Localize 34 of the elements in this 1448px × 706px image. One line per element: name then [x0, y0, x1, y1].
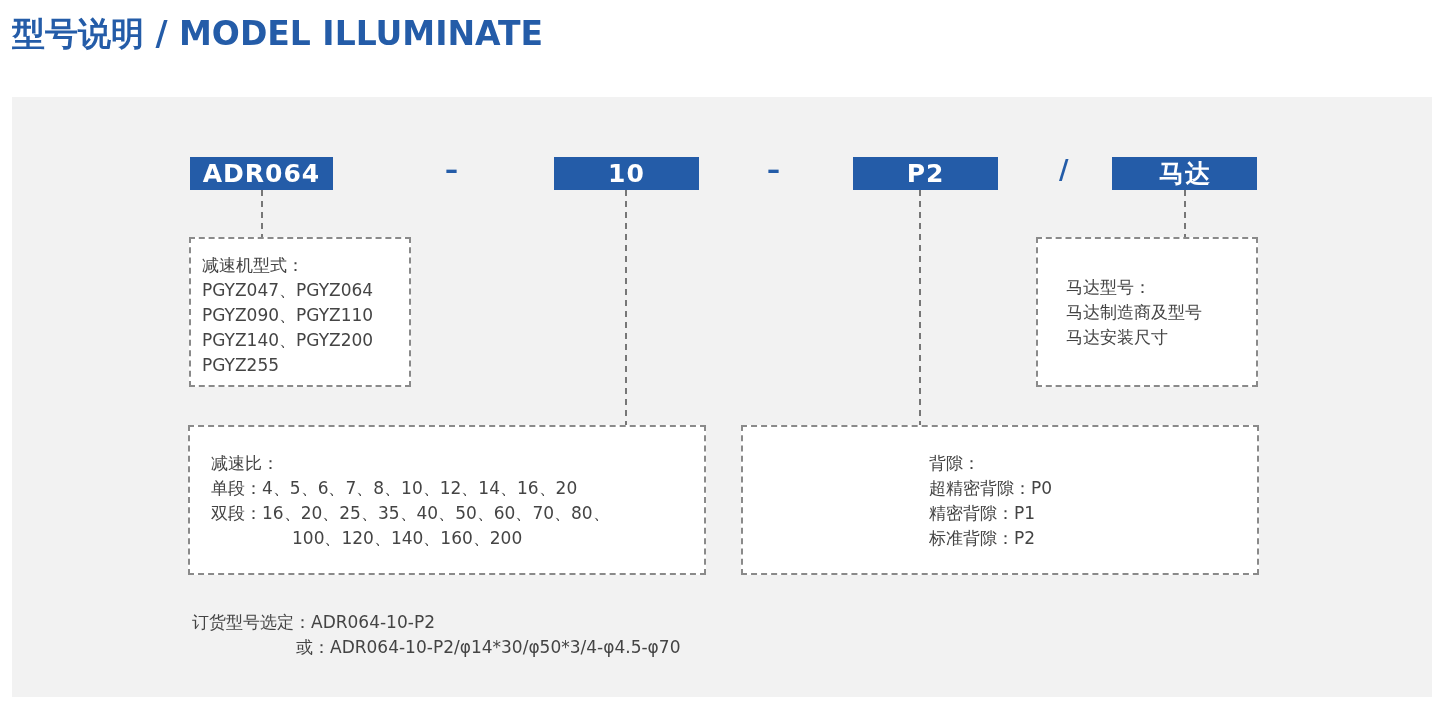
description-text: 双段：16、20、25、35、40、50、60、70、80、: [211, 502, 610, 525]
code-box: ADR064: [190, 157, 333, 190]
page-title: 型号说明 / MODEL ILLUMINATE: [12, 13, 544, 55]
description-box: [741, 425, 1259, 575]
description-text: 马达安装尺寸: [1066, 326, 1168, 349]
description-text: 超精密背隙：P0: [929, 477, 1053, 500]
order-example-text: 或：ADR064-10-P2/φ14*30/φ50*3/4-φ4.5-φ70: [296, 636, 681, 659]
description-text: 单段：4、5、6、7、8、10、12、14、16、20: [211, 477, 578, 500]
description-text: PGYZ140、PGYZ200: [202, 329, 374, 352]
description-text: 减速机型式：: [202, 254, 304, 277]
description-text: PGYZ047、PGYZ064: [202, 279, 374, 302]
code-box: 马达: [1112, 157, 1257, 190]
description-text: 马达制造商及型号: [1066, 301, 1202, 324]
separator-mark: –: [767, 155, 780, 185]
description-box: [188, 425, 706, 575]
description-text: PGYZ255: [202, 354, 280, 377]
description-text: PGYZ090、PGYZ110: [202, 304, 374, 327]
description-text: 精密背隙：P1: [929, 502, 1036, 525]
order-example-text: 订货型号选定：ADR064-10-P2: [192, 611, 435, 634]
description-text: 减速比：: [211, 452, 279, 475]
description-text: 背隙：: [929, 452, 980, 475]
dashed-connector: [1184, 189, 1186, 238]
description-text: 标准背隙：P2: [929, 527, 1036, 550]
dashed-connector: [625, 189, 627, 426]
description-text: 马达型号：: [1066, 276, 1151, 299]
code-box: P2: [853, 157, 998, 190]
dashed-connector: [261, 189, 263, 238]
description-text: 100、120、140、160、200: [292, 527, 523, 550]
code-box: 10: [554, 157, 699, 190]
dashed-connector: [919, 189, 921, 426]
description-box: [189, 237, 411, 387]
separator-mark: –: [445, 155, 458, 185]
description-box: [1036, 237, 1258, 387]
separator-mark: /: [1059, 155, 1069, 185]
